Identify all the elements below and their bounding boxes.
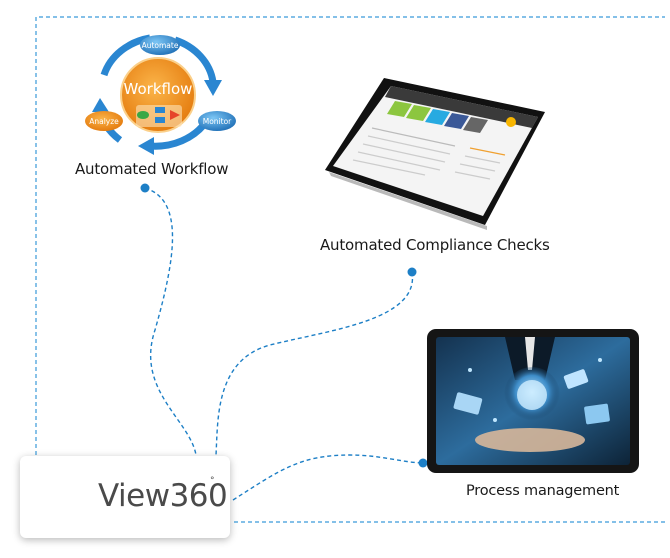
connector-process	[232, 454, 423, 501]
workflow-center-text: Workflow	[124, 80, 193, 98]
connector-dot-compliance	[407, 267, 417, 277]
connector-dot-process	[418, 458, 428, 468]
workflow-step-monitor	[198, 111, 236, 131]
workflow-step-analyze	[85, 111, 123, 131]
view360-degree-mark: °	[210, 476, 215, 486]
compliance-tablet-image	[325, 78, 545, 230]
workflow-step-analyze-label: Analyze	[89, 117, 119, 126]
process-management-image	[427, 329, 639, 473]
connector-workflow	[144, 187, 197, 456]
workflow-step-automate	[140, 35, 180, 55]
workflow-caption: Automated Workflow	[75, 160, 229, 178]
view360-logo-card: View360 °	[20, 456, 230, 538]
dashed-frame	[35, 16, 665, 523]
view360-brand-text: View360	[98, 478, 228, 514]
connector-compliance	[215, 271, 414, 456]
process-caption: Process management	[466, 483, 620, 499]
compliance-caption: Automated Compliance Checks	[320, 236, 550, 254]
workflow-step-monitor-label: Monitor	[203, 117, 232, 126]
connector-dot-workflow	[140, 183, 150, 193]
workflow-step-automate-label: Automate	[142, 41, 179, 50]
